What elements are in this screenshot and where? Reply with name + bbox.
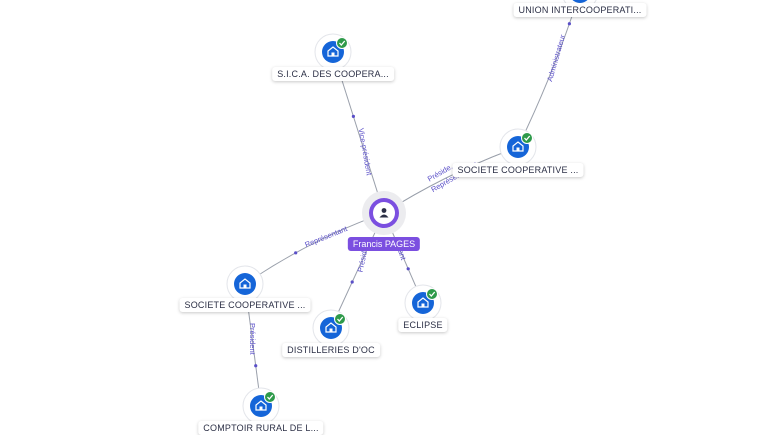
company-node[interactable]: [242, 387, 280, 425]
building-icon: [417, 297, 429, 308]
company-label[interactable]: S.I.C.A. DES COOPERA...: [272, 67, 394, 81]
company-node[interactable]: [404, 284, 442, 322]
check-badge-icon: [334, 313, 346, 325]
check-icon: [267, 394, 274, 400]
building-icon: [512, 141, 524, 152]
company-node-circle: [234, 273, 256, 295]
person-label[interactable]: Francis PAGES: [347, 237, 421, 251]
check-badge-icon: [336, 37, 348, 49]
edge-arrow: [567, 22, 571, 26]
edge-arrow: [406, 267, 410, 271]
person-node-circle: [373, 202, 395, 224]
check-icon: [339, 40, 346, 46]
company-node[interactable]: [226, 265, 264, 303]
company-label[interactable]: UNION INTERCOOPERATI...: [513, 3, 647, 17]
edge-arrow: [294, 251, 298, 255]
company-node[interactable]: [499, 128, 537, 166]
edge-arrow: [254, 364, 258, 368]
company-label[interactable]: SOCIETE COOPERATIVE ...: [452, 163, 584, 177]
building-icon: [327, 46, 339, 57]
edge-label: Président: [248, 323, 257, 356]
company-node[interactable]: [314, 33, 352, 71]
check-badge-icon: [426, 288, 438, 300]
check-icon: [337, 316, 344, 322]
company-label[interactable]: SOCIETE COOPERATIVE ...: [179, 298, 311, 312]
building-icon: [325, 322, 337, 333]
check-icon: [429, 291, 436, 297]
company-node[interactable]: [312, 309, 350, 347]
edge-arrow: [350, 280, 354, 284]
company-label[interactable]: DISTILLERIES D'OC: [282, 343, 380, 357]
company-label[interactable]: COMPTOIR RURAL DE L...: [198, 421, 324, 435]
check-icon: [524, 135, 531, 141]
building-icon: [239, 278, 251, 289]
building-icon: [255, 400, 267, 411]
check-badge-icon: [264, 391, 276, 403]
company-label[interactable]: ECLIPSE: [398, 318, 448, 332]
user-icon: [379, 208, 389, 218]
person-node[interactable]: [362, 191, 406, 235]
edge-label: Vice-président: [357, 127, 374, 177]
edge-label: Représentant: [303, 224, 349, 250]
check-badge-icon: [521, 132, 533, 144]
nodes-layer: [226, 0, 597, 425]
edge-arrow: [351, 114, 355, 118]
company-node-circle: [572, 0, 588, 3]
edge-label: Administrateur: [545, 33, 567, 82]
